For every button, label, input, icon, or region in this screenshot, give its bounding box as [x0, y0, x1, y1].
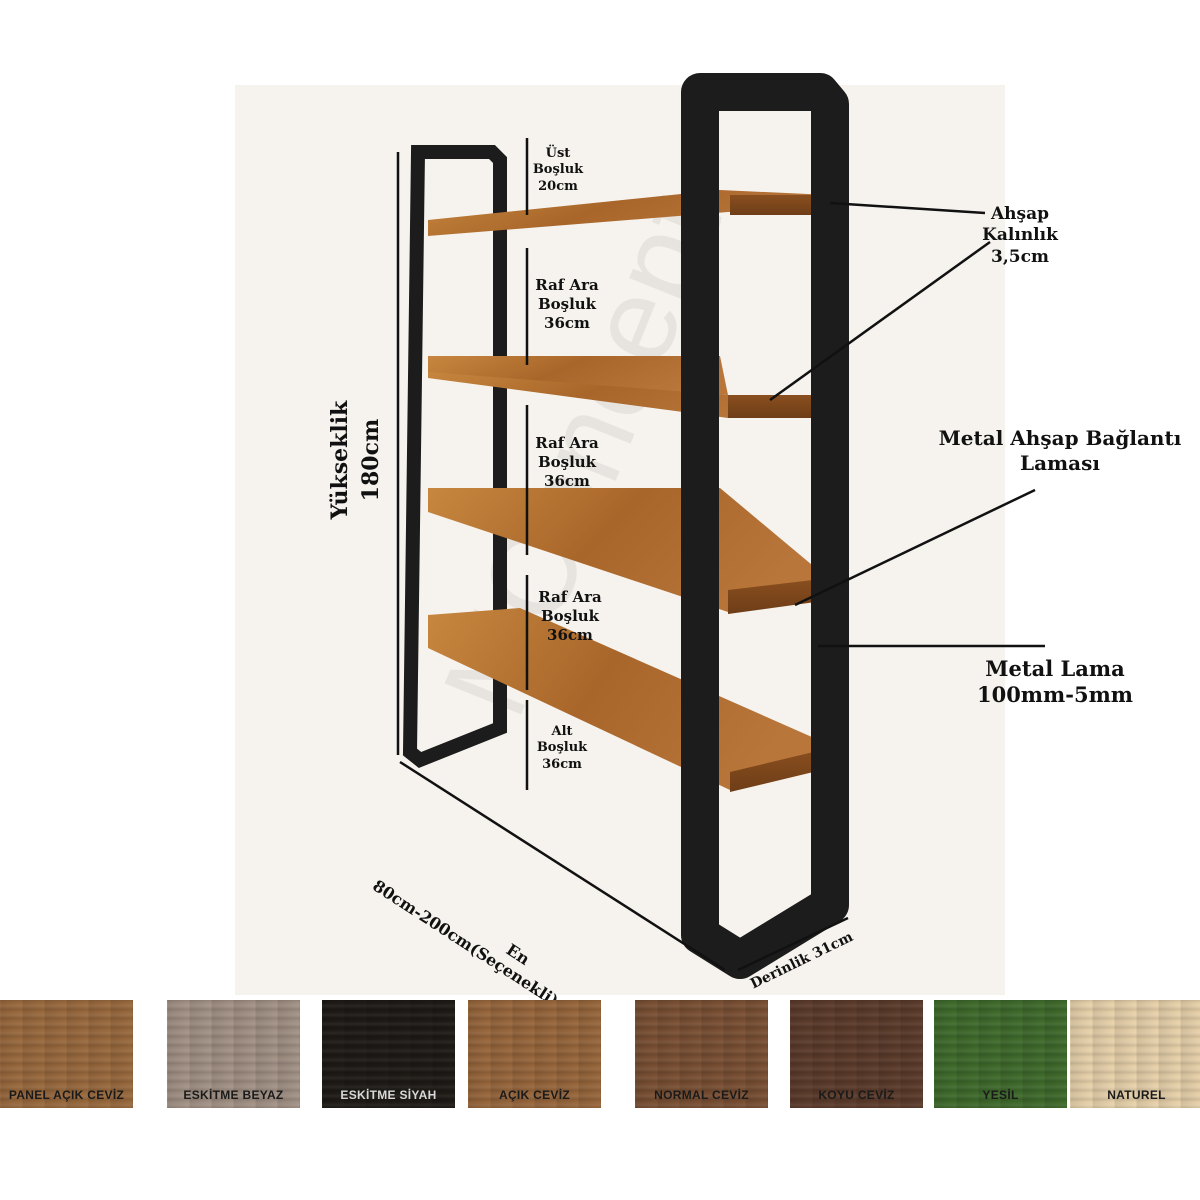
shelf-4	[428, 608, 830, 792]
width-dimension-line	[399, 760, 726, 972]
swatch-naturel[interactable]: NATUREL	[1070, 1000, 1200, 1108]
right-metal-frame	[681, 73, 849, 979]
shelf-1	[428, 190, 830, 236]
shelf-illustration: MConcept	[396, 73, 1045, 979]
swatch-acik-ceviz[interactable]: AÇIK CEVİZ	[468, 1000, 601, 1108]
swatch-eskitme-siyah[interactable]: ESKİTME SİYAH	[322, 1000, 455, 1108]
depth-dimension-line	[737, 916, 849, 972]
shelf-3	[428, 488, 830, 614]
swatch-yesil[interactable]: YESİL	[934, 1000, 1067, 1108]
left-metal-frame	[402, 145, 507, 769]
swatch-eskitme-beyaz[interactable]: ESKİTME BEYAZ	[167, 1000, 300, 1108]
swatch-koyu-ceviz[interactable]: KOYU CEVİZ	[790, 1000, 923, 1108]
color-swatches: PANEL AÇIK CEVİZ ESKİTME BEYAZ ESKİTME S…	[0, 1000, 1200, 1115]
shelf-2	[428, 356, 830, 418]
swatch-normal-ceviz[interactable]: NORMAL CEVİZ	[635, 1000, 768, 1108]
swatch-panel-acik-ceviz[interactable]: PANEL AÇIK CEVİZ	[0, 1000, 133, 1108]
